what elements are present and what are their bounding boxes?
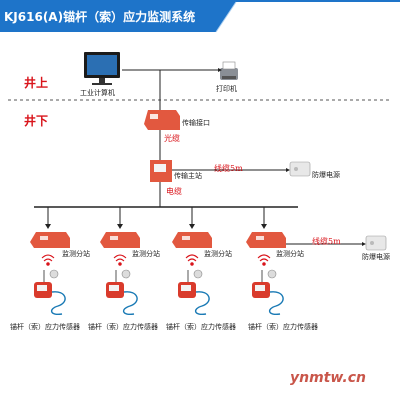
wireless-icon-3 bbox=[185, 254, 199, 266]
sensor-1 bbox=[34, 269, 66, 316]
sensor-1-label: 锚杆（索）应力传感器 bbox=[10, 323, 80, 331]
transmission-interface bbox=[144, 110, 180, 130]
station-label: 传输主站 bbox=[174, 172, 202, 180]
cable-main-label: 电缆 bbox=[166, 187, 182, 196]
power-supply-icon bbox=[289, 161, 311, 177]
substation-4-label: 监测分站 bbox=[276, 250, 304, 258]
fiber-label: 光缆 bbox=[164, 134, 180, 143]
wireless-icon-4 bbox=[257, 254, 271, 266]
sensor-3-label: 锚杆（索）应力传感器 bbox=[166, 323, 236, 331]
substation-2-label: 监测分站 bbox=[132, 250, 160, 258]
sensor-3 bbox=[178, 269, 210, 316]
watermark: ynmtw.cn bbox=[290, 370, 366, 386]
sensor-4-label: 锚杆（索）应力传感器 bbox=[248, 323, 318, 331]
substation-1-label: 监测分站 bbox=[62, 250, 90, 258]
printer-label: 打印机 bbox=[216, 85, 237, 93]
transmission-station bbox=[150, 160, 172, 182]
wireless-icon-1 bbox=[41, 254, 55, 266]
page-title: KJ616(A)锚杆（索）应力监测系统 bbox=[4, 10, 196, 24]
sensor-2 bbox=[106, 269, 138, 316]
power-top-label: 防爆电源 bbox=[312, 171, 340, 179]
power-supply-icon-bottom bbox=[365, 235, 387, 251]
substation-3 bbox=[172, 232, 212, 248]
substation-4 bbox=[246, 232, 286, 248]
zone-below-label: 井下 bbox=[24, 114, 49, 128]
wireless-icon-2 bbox=[113, 254, 127, 266]
interface-label: 传输接口 bbox=[182, 119, 210, 127]
substation-2 bbox=[100, 232, 140, 248]
computer-icon bbox=[84, 52, 120, 85]
substation-1 bbox=[30, 232, 70, 248]
cable-5m-bottom-label: 线缆5m bbox=[312, 237, 341, 246]
cable-5m-top-label: 线缆5m bbox=[214, 164, 243, 173]
zone-above-label: 井上 bbox=[24, 76, 49, 90]
computer-label: 工业计算机 bbox=[80, 89, 115, 97]
power-bottom-label: 防爆电源 bbox=[362, 253, 390, 261]
sensor-2-label: 锚杆（索）应力传感器 bbox=[88, 323, 158, 331]
printer-icon bbox=[220, 61, 238, 80]
sensor-4 bbox=[252, 269, 284, 316]
title-banner bbox=[0, 0, 400, 33]
substation-3-label: 监测分站 bbox=[204, 250, 232, 258]
